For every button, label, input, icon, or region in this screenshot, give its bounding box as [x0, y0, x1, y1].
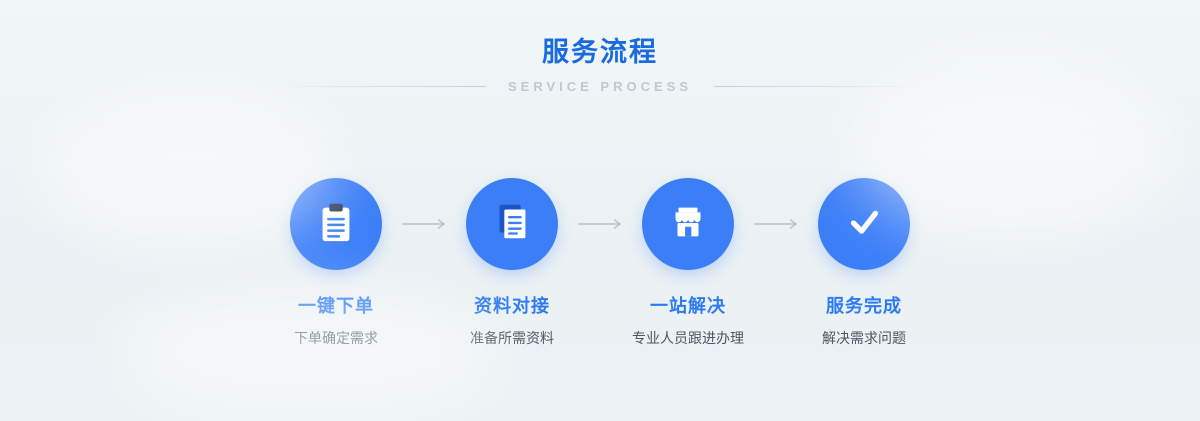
step-one-click-order: 一键下单 下单确定需求	[271, 178, 401, 348]
step-circle	[466, 178, 558, 270]
step-title: 资料对接	[474, 296, 550, 316]
subtitle-row: SERVICE PROCESS	[0, 79, 1200, 94]
step-title: 服务完成	[826, 296, 902, 316]
step-title: 一站解决	[650, 296, 726, 316]
divider-line-left	[260, 86, 486, 87]
step-service-complete: 服务完成 解决需求问题	[799, 178, 929, 348]
arrow-right-icon	[401, 218, 447, 230]
step-material-docking: 资料对接 准备所需资料	[447, 178, 577, 348]
step-one-stop-solution: 一站解决 专业人员跟进办理	[623, 178, 753, 348]
step-circle	[290, 178, 382, 270]
arrow-right-icon	[753, 218, 799, 230]
step-description: 下单确定需求	[294, 330, 378, 346]
step-title: 一键下单	[298, 296, 374, 316]
documents-icon	[489, 199, 535, 250]
divider-line-right	[714, 86, 940, 87]
section-title: 服务流程	[542, 37, 658, 67]
process-steps: 一键下单 下单确定需求	[0, 178, 1200, 348]
step-description: 专业人员跟进办理	[632, 330, 744, 346]
step-circle	[642, 178, 734, 270]
section-subtitle: SERVICE PROCESS	[507, 79, 693, 94]
section-header: 服务流程 SERVICE PROCESS	[0, 0, 1200, 94]
step-circle	[818, 178, 910, 270]
arrow-right-icon	[577, 218, 623, 230]
clipboard-icon	[313, 199, 359, 250]
step-description: 准备所需资料	[470, 330, 554, 346]
storefront-icon	[665, 199, 711, 250]
checkmark-icon	[841, 199, 887, 250]
step-description: 解决需求问题	[822, 330, 906, 346]
